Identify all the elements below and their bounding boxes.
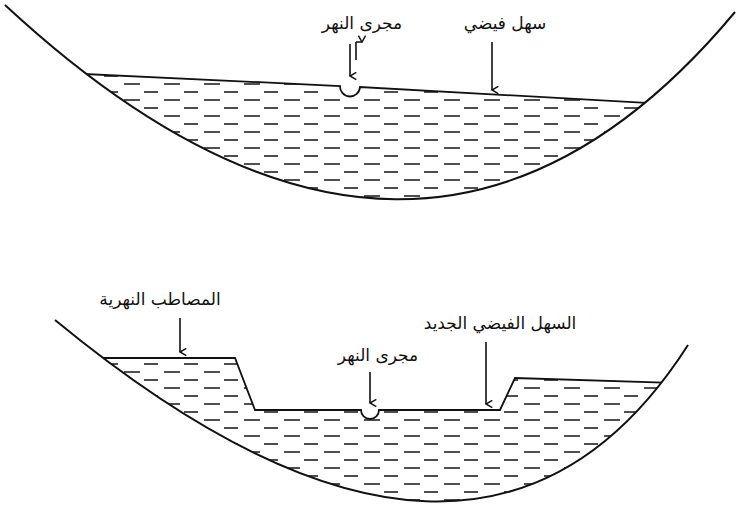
valley-outline xyxy=(55,320,688,501)
part-label: مجرى النهر xyxy=(336,344,420,366)
part-label: السهل الفيضي الجديد xyxy=(422,312,579,334)
leader-arrow xyxy=(485,342,487,404)
sediment-fill xyxy=(0,358,739,507)
leader-arrow xyxy=(356,42,362,60)
sediment-fill xyxy=(0,70,739,507)
part-label: سهل فيضي xyxy=(462,12,549,34)
leader-arrow xyxy=(491,42,493,90)
part-label: مجرى النهر xyxy=(320,12,404,34)
part-label: المصاطب النهرية xyxy=(97,288,222,310)
leader-arrows xyxy=(180,42,492,404)
leader-arrow xyxy=(349,44,351,76)
valley-outline xyxy=(5,5,735,199)
leader-arrow xyxy=(179,318,181,352)
leader-arrow xyxy=(369,372,371,403)
